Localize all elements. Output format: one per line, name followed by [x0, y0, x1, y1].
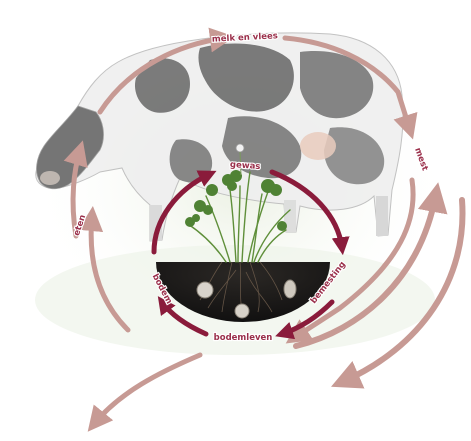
soil-organism-2 [235, 304, 249, 318]
soil-organism-1 [197, 282, 213, 298]
label-crop: gewas [230, 160, 261, 172]
soil-organism-3 [284, 280, 296, 298]
label-soil-life: bodemleven [214, 333, 273, 343]
seed-head-icon [236, 144, 244, 152]
arrow-loss-bottom-left [94, 355, 200, 424]
